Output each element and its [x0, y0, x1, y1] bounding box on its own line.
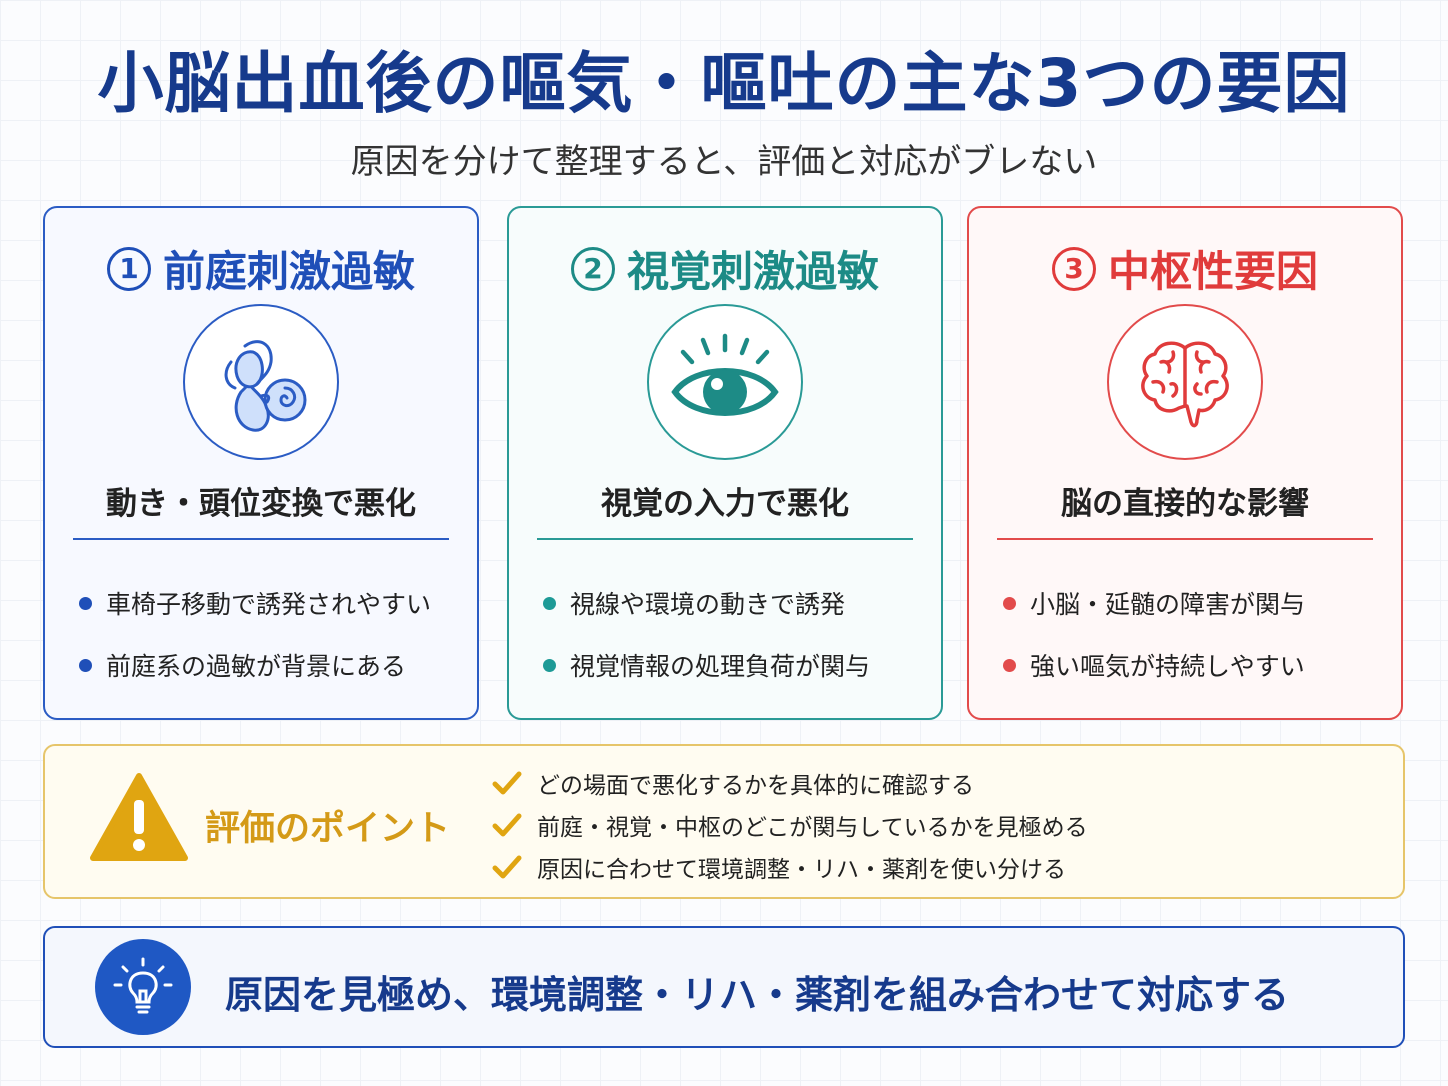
card-number: 1 — [106, 246, 151, 291]
bullet-dot — [543, 658, 556, 672]
card-title: 1 前庭刺激過敏 — [45, 238, 477, 299]
lightbulb-icon — [95, 939, 191, 1035]
bullet-dot — [543, 596, 556, 610]
card-divider — [997, 538, 1373, 540]
list-item: 車椅子移動で誘発されやすい — [79, 572, 461, 634]
evaluation-panel: 評価のポイント どの場面で悪化するかを具体的に確認する 前庭・視覚・中枢のどこが… — [43, 744, 1405, 899]
bullet-dot — [1003, 658, 1016, 672]
card-subtitle: 視覚の入力で悪化 — [601, 486, 849, 522]
warning-icon — [89, 772, 189, 868]
list-item: 視覚情報の処理負荷が関与 — [543, 634, 925, 696]
eye-icon — [647, 304, 803, 460]
page-subtitle: 原因を分けて整理すると、評価と対応がブレない — [350, 142, 1098, 182]
action-banner: 原因を見極め、環境調整・リハ・薬剤を組み合わせて対応する — [43, 926, 1405, 1048]
list-item: 小脳・延髄の障害が関与 — [1003, 572, 1385, 634]
list-item: 原因に合わせて環境調整・リハ・薬剤を使い分ける — [491, 846, 1088, 888]
evaluation-checklist: どの場面で悪化するかを具体的に確認する 前庭・視覚・中枢のどこが関与しているかを… — [491, 762, 1088, 888]
evaluation-label: 評価のポイント — [205, 809, 451, 849]
bullet-dot — [1003, 596, 1016, 610]
card-title-text: 視覚刺激過敏 — [626, 247, 879, 296]
card-bullets: 小脳・延髄の障害が関与 強い嘔気が持続しやすい — [1003, 572, 1385, 696]
card-title: 3 中枢性要因 — [969, 238, 1401, 299]
list-item: 前庭系の過敏が背景にある — [79, 634, 461, 696]
card-title-text: 中枢性要因 — [1107, 247, 1318, 296]
action-text: 原因を見極め、環境調整・リハ・薬剤を組み合わせて対応する — [225, 973, 1290, 1017]
check-icon — [492, 813, 522, 837]
bullet-dot — [79, 658, 92, 672]
factor-card-central: 3 中枢性要因 脳の直接的な影響 小脳・延髄の障害が関与 強い嘔気が持続しやすい — [967, 206, 1403, 720]
card-divider — [537, 538, 913, 540]
inner-ear-icon — [183, 304, 339, 460]
list-item: 強い嘔気が持続しやすい — [1003, 634, 1385, 696]
card-number: 2 — [570, 246, 615, 291]
list-item: 視線や環境の動きで誘発 — [543, 572, 925, 634]
card-subtitle: 動き・頭位変換で悪化 — [106, 486, 416, 522]
check-icon — [492, 855, 522, 879]
bullet-dot — [79, 596, 92, 610]
card-divider — [73, 538, 449, 540]
factor-card-vestibular: 1 前庭刺激過敏 動き・頭位変換で悪化 車椅子移動で誘発されやすい 前庭系の過敏… — [43, 206, 479, 720]
card-number: 3 — [1051, 246, 1096, 291]
check-icon — [492, 771, 522, 795]
card-bullets: 視線や環境の動きで誘発 視覚情報の処理負荷が関与 — [543, 572, 925, 696]
list-item: 前庭・視覚・中枢のどこが関与しているかを見極める — [491, 804, 1088, 846]
brain-icon — [1107, 304, 1263, 460]
factor-card-visual: 2 視覚刺激過敏 視覚の入力で悪化 視線や環境の動きで誘発 視覚情報の処理負荷が… — [507, 206, 943, 720]
card-title-text: 前庭刺激過敏 — [162, 247, 415, 296]
list-item: どの場面で悪化するかを具体的に確認する — [491, 762, 1088, 804]
card-bullets: 車椅子移動で誘発されやすい 前庭系の過敏が背景にある — [79, 572, 461, 696]
card-title: 2 視覚刺激過敏 — [509, 238, 941, 299]
card-subtitle: 脳の直接的な影響 — [1061, 486, 1309, 522]
page-title: 小脳出血後の嘔気・嘔吐の主な3つの要因 — [97, 45, 1351, 122]
